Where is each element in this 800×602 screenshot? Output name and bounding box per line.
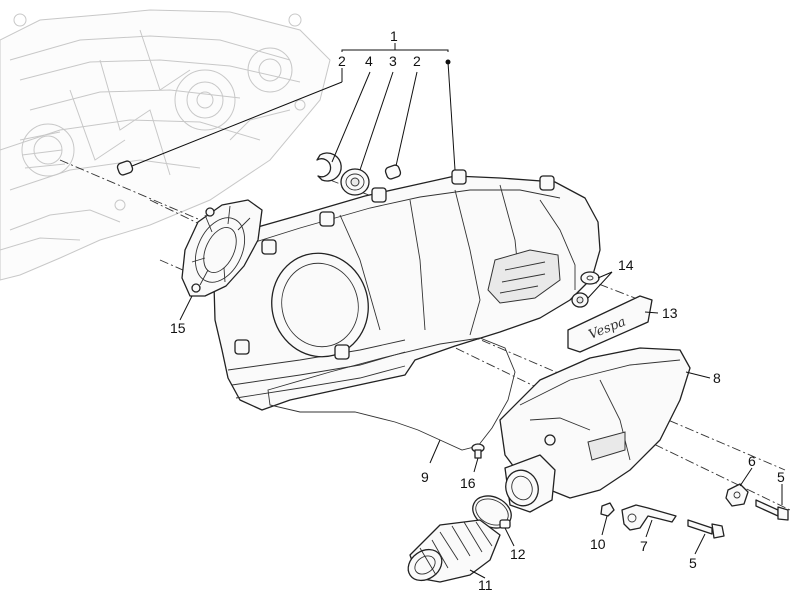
callout-11: 11	[478, 577, 493, 593]
intake-hose-part	[407, 519, 501, 583]
bolt-5-bottom-part	[687, 519, 725, 539]
transmission-cover	[213, 169, 601, 411]
callout-14: 14	[618, 257, 634, 273]
callout-4: 4	[365, 53, 373, 69]
screw-16-part	[471, 443, 485, 459]
clip-6-part	[725, 483, 749, 507]
callout-2-left: 2	[338, 53, 346, 69]
engine-crankcase-ghost	[0, 9, 331, 281]
shield-plate-part	[181, 199, 263, 297]
air-duct-cover-part	[499, 347, 691, 513]
callout-3: 3	[389, 53, 397, 69]
callout-1: 1	[390, 28, 398, 44]
pin-left-part	[116, 160, 134, 176]
leader-lines	[131, 43, 783, 579]
bolt-5-right-part	[755, 499, 789, 521]
callout-2-right: 2	[413, 53, 421, 69]
callout-7: 7	[640, 538, 648, 554]
callout-15: 15	[170, 320, 186, 336]
bearing-part	[340, 168, 370, 196]
bracket-7-part	[621, 504, 677, 531]
callout-9: 9	[421, 469, 429, 485]
hose-clamp-part	[472, 495, 512, 529]
callout-labels: 1 2 4 3 2 14 13 8 15 9 16 6 5 10 7 5 12 …	[170, 28, 785, 593]
pin-right-part	[384, 164, 402, 180]
nut-10-part	[600, 502, 615, 517]
cover-gasket-part	[267, 337, 516, 451]
callout-16: 16	[460, 475, 476, 491]
callout-13: 13	[662, 305, 678, 321]
callout-6: 6	[748, 453, 756, 469]
callout-10: 10	[590, 536, 606, 552]
circlip-part	[316, 152, 342, 182]
callout-8: 8	[713, 370, 721, 386]
callout-5-right: 5	[777, 469, 785, 485]
callout-5-bottom: 5	[689, 555, 697, 571]
callout-12: 12	[510, 546, 526, 562]
